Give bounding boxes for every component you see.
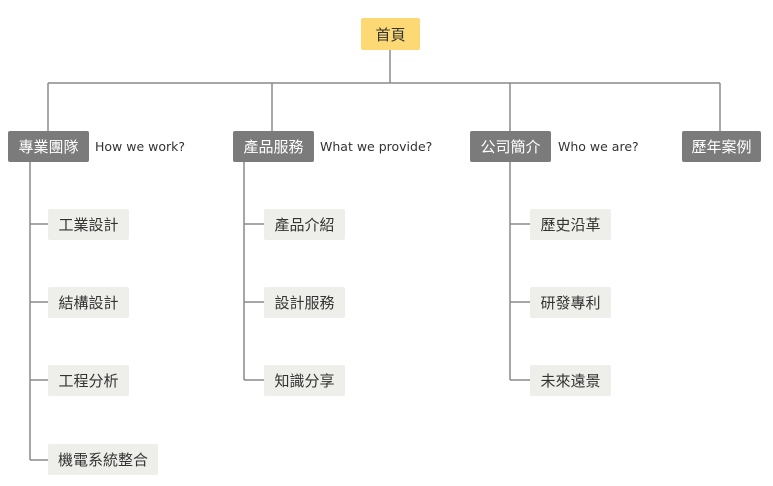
category-description-professional-team: How we work? [95,139,186,154]
category-description-products-services: What we provide? [320,139,433,154]
category-professional-team[interactable]: 專業團隊 [8,131,89,162]
item-industrial-design[interactable]: 工業設計 [48,209,129,240]
item-engineering-analysis[interactable]: 工程分析 [48,365,129,396]
item-mechatronics-integration[interactable]: 機電系統整合 [48,444,158,475]
item-rd-patents[interactable]: 研發專利 [530,287,611,318]
item-product-introduction[interactable]: 產品介紹 [264,209,345,240]
item-future-vision[interactable]: 未來遠景 [530,365,611,396]
category-past-cases[interactable]: 歷年案例 [682,131,761,162]
category-company-profile[interactable]: 公司簡介 [470,131,551,162]
category-products-services[interactable]: 產品服務 [233,131,314,162]
item-structural-design[interactable]: 結構設計 [48,287,129,318]
item-knowledge-sharing[interactable]: 知識分享 [264,365,345,396]
item-history[interactable]: 歷史沿革 [530,209,611,240]
item-design-services[interactable]: 設計服務 [264,287,345,318]
category-description-company-profile: Who we are? [558,139,639,154]
root-node-home[interactable]: 首頁 [361,18,420,50]
